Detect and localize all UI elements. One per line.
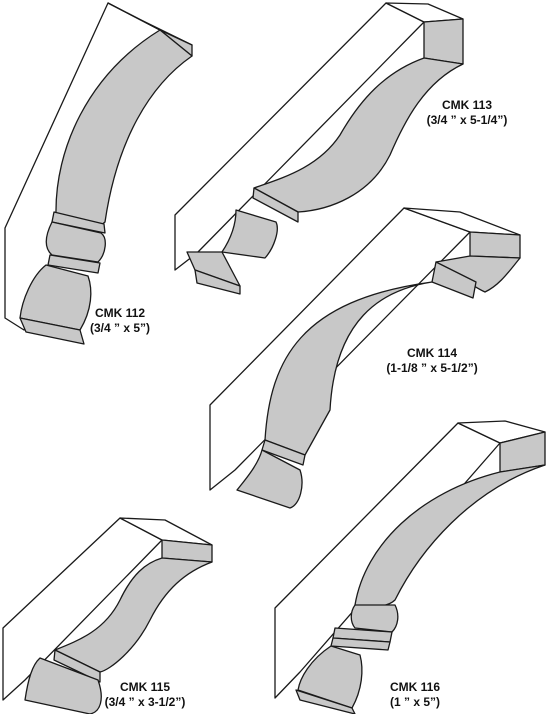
molding-label-cmk-116: CMK 116 (1 ” x 5”) <box>360 680 470 710</box>
molding-label-cmk-115: CMK 115 (3/4 ” x 3-1/2”) <box>80 680 210 710</box>
molding-cmk-115 <box>2 517 213 714</box>
molding-size: (1 ” x 5”) <box>389 695 440 709</box>
molding-label-cmk-113: CMK 113 (3/4 ” x 5-1/4”) <box>407 98 527 128</box>
molding-code: CMK 115 <box>119 680 171 694</box>
molding-size: (3/4 ” x 5”) <box>89 321 151 335</box>
molding-code: CMK 112 <box>94 306 146 320</box>
molding-size: (3/4 ” x 3-1/2”) <box>104 695 186 709</box>
molding-cmk-112 <box>4 2 193 345</box>
molding-code: CMK 114 <box>406 346 458 360</box>
molding-label-cmk-114: CMK 114 (1-1/8 ” x 5-1/2”) <box>362 346 502 376</box>
molding-code: CMK 113 <box>441 98 493 112</box>
molding-size: (1-1/8 ” x 5-1/2”) <box>386 361 478 375</box>
molding-size: (3/4 ” x 5-1/4”) <box>426 113 508 127</box>
molding-cmk-113 <box>174 2 464 295</box>
molding-label-cmk-112: CMK 112 (3/4 ” x 5”) <box>60 306 180 336</box>
molding-cmk-116 <box>274 420 546 714</box>
molding-cmk-114 <box>209 207 521 509</box>
molding-code: CMK 116 <box>389 680 441 694</box>
